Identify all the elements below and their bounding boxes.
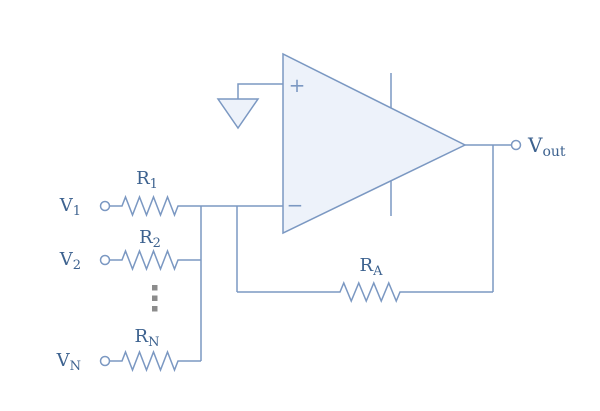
label-vn: VN	[56, 350, 81, 374]
vertical-ellipsis	[152, 285, 158, 312]
terminal-vout	[510, 139, 522, 151]
opamp-body	[282, 52, 467, 235]
label-r2: R2	[139, 227, 161, 251]
resistor-rn	[110, 349, 201, 373]
resistor-r1	[110, 194, 283, 218]
label-r1: R1	[136, 168, 158, 192]
terminal-v2	[99, 254, 111, 266]
ellipsis-dot	[152, 306, 158, 312]
ellipsis-dot	[152, 295, 158, 301]
resistor-ra	[237, 281, 493, 303]
opamp-inverting-marker: −	[287, 193, 304, 217]
label-v2: V2	[59, 249, 81, 273]
label-ra: RA	[360, 255, 384, 279]
label-vout: Vout	[527, 133, 566, 160]
opamp-noninverting-marker: +	[289, 73, 306, 97]
terminal-v1	[99, 200, 111, 212]
label-v1: V1	[59, 195, 81, 219]
resistor-r2	[110, 248, 201, 272]
ground-wire	[237, 83, 283, 99]
terminal-vn	[99, 355, 111, 367]
ellipsis-dot	[152, 285, 158, 291]
ground-symbol	[216, 98, 260, 130]
label-rn: RN	[135, 326, 160, 350]
